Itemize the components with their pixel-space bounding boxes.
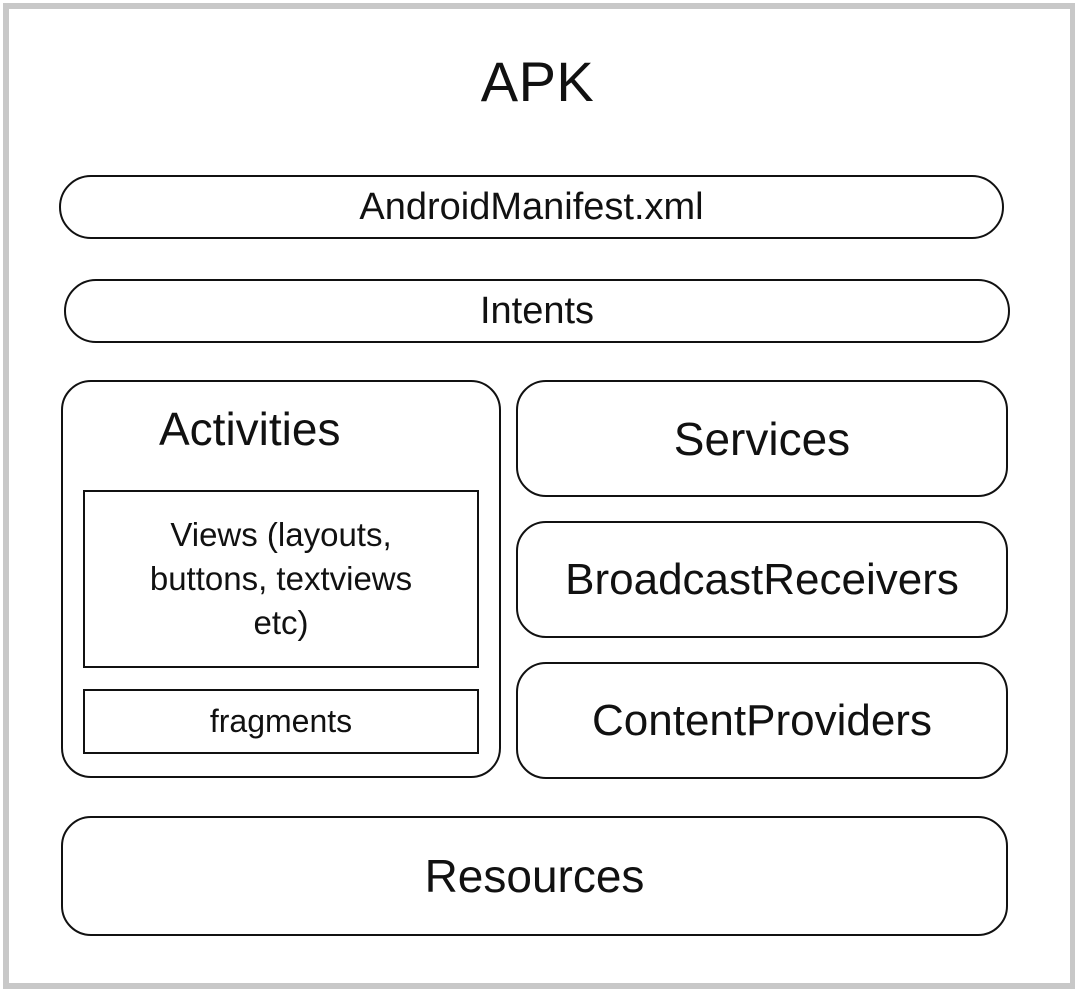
content-providers-box: ContentProviders	[516, 662, 1008, 779]
services-box: Services	[516, 380, 1008, 497]
manifest-label: AndroidManifest.xml	[359, 185, 704, 228]
intents-label: Intents	[479, 289, 595, 332]
views-box: Views (layouts, buttons, textviews etc)	[83, 490, 479, 668]
views-line-2: buttons, textviews	[149, 560, 413, 597]
views-text: Views (layouts, buttons, textviews etc)	[150, 513, 412, 645]
activities-label: Activities	[159, 403, 341, 455]
services-label: Services	[673, 412, 851, 465]
manifest-box: AndroidManifest.xml	[59, 175, 1004, 239]
fragments-label: fragments	[209, 703, 353, 739]
views-line-3: etc)	[253, 604, 309, 641]
views-line-1: Views (layouts,	[170, 516, 392, 553]
fragments-box: fragments	[83, 689, 479, 754]
broadcast-receivers-box: BroadcastReceivers	[516, 521, 1008, 638]
content-providers-label: ContentProviders	[592, 695, 932, 745]
apk-title: APK	[480, 50, 595, 113]
broadcast-receivers-label: BroadcastReceivers	[565, 554, 959, 604]
resources-box: Resources	[61, 816, 1008, 936]
resources-label: Resources	[424, 850, 645, 902]
intents-box: Intents	[64, 279, 1010, 343]
